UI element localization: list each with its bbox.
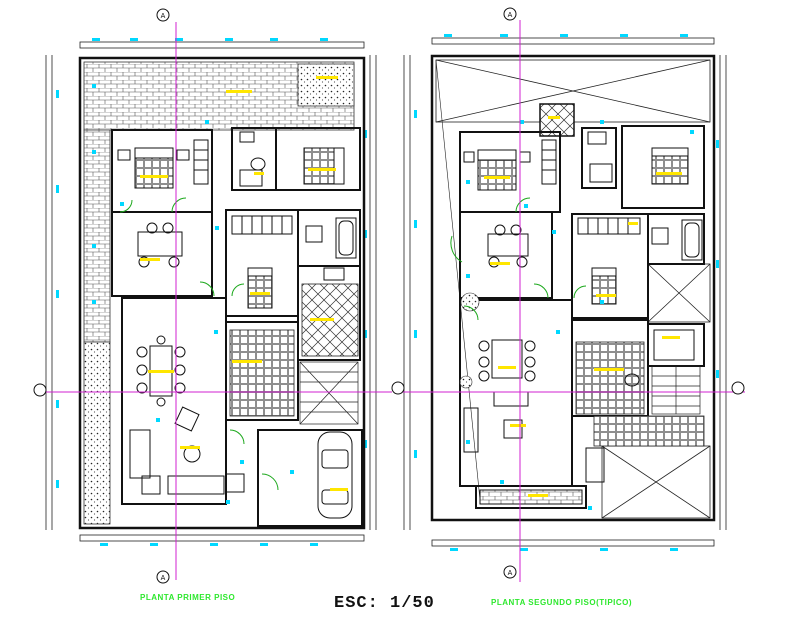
bed-icon <box>651 147 689 185</box>
kitchen-tiles <box>575 341 645 415</box>
toilet-icon <box>587 131 640 387</box>
axis-marker-top: A <box>161 13 166 20</box>
brick-side-walk <box>83 129 111 343</box>
car-icon <box>317 431 353 519</box>
room-labels <box>140 76 348 491</box>
bathtub-icon <box>651 219 703 361</box>
outer-wall <box>430 54 716 522</box>
interior-walls <box>111 127 363 527</box>
kitchen-tiles <box>229 329 295 417</box>
second-floor-title: PLANTA SEGUNDO PISO(TIPICO) <box>491 598 633 607</box>
bed-icon <box>303 147 345 185</box>
toilet-icon <box>239 131 345 281</box>
outer-wall <box>78 56 366 530</box>
bed-icon <box>247 267 273 309</box>
terrace-tiles <box>593 415 705 447</box>
axis-marker-bottom: A <box>508 570 513 577</box>
axis-marker-top: A <box>508 12 513 19</box>
void-cross <box>435 59 711 519</box>
dimension-lines <box>45 41 377 542</box>
dimension-ticks-cyan <box>414 34 719 551</box>
closet-marks <box>193 139 293 235</box>
scale-label: ESC: 1/50 <box>334 594 435 613</box>
desk-icon <box>487 224 529 268</box>
axis-lines <box>40 22 392 580</box>
desk-icon <box>137 222 183 268</box>
closet-marks <box>541 139 641 483</box>
axis-lines <box>396 20 745 582</box>
bed-icon <box>591 267 617 305</box>
bathtub-icon <box>305 217 357 259</box>
bed-icon <box>463 149 531 191</box>
dimension-lines <box>403 37 727 547</box>
interior-walls <box>459 125 705 509</box>
room-labels <box>484 116 682 497</box>
stair-icon <box>651 365 701 415</box>
hatched-block <box>539 103 575 137</box>
plan-second-floor: A A <box>391 7 745 582</box>
axis-marker-icon <box>391 7 745 579</box>
dining-table-icon <box>478 339 536 382</box>
dimension-ticks-cyan <box>56 38 367 546</box>
axis-marker-bottom: A <box>161 575 166 582</box>
garden-planting-top <box>297 63 355 107</box>
plan-first-floor: A A <box>33 8 392 584</box>
cyan-annotation-marks <box>92 84 294 504</box>
first-floor-title: PLANTA PRIMER PISO <box>140 593 236 602</box>
bed-icon <box>117 147 190 189</box>
garden-planting <box>83 341 111 525</box>
stair-icon <box>299 361 359 425</box>
axis-marker-icon <box>33 8 170 584</box>
plant-icon <box>459 292 480 389</box>
sofa-icon <box>463 391 529 453</box>
cyan-annotation-marks <box>466 120 694 510</box>
